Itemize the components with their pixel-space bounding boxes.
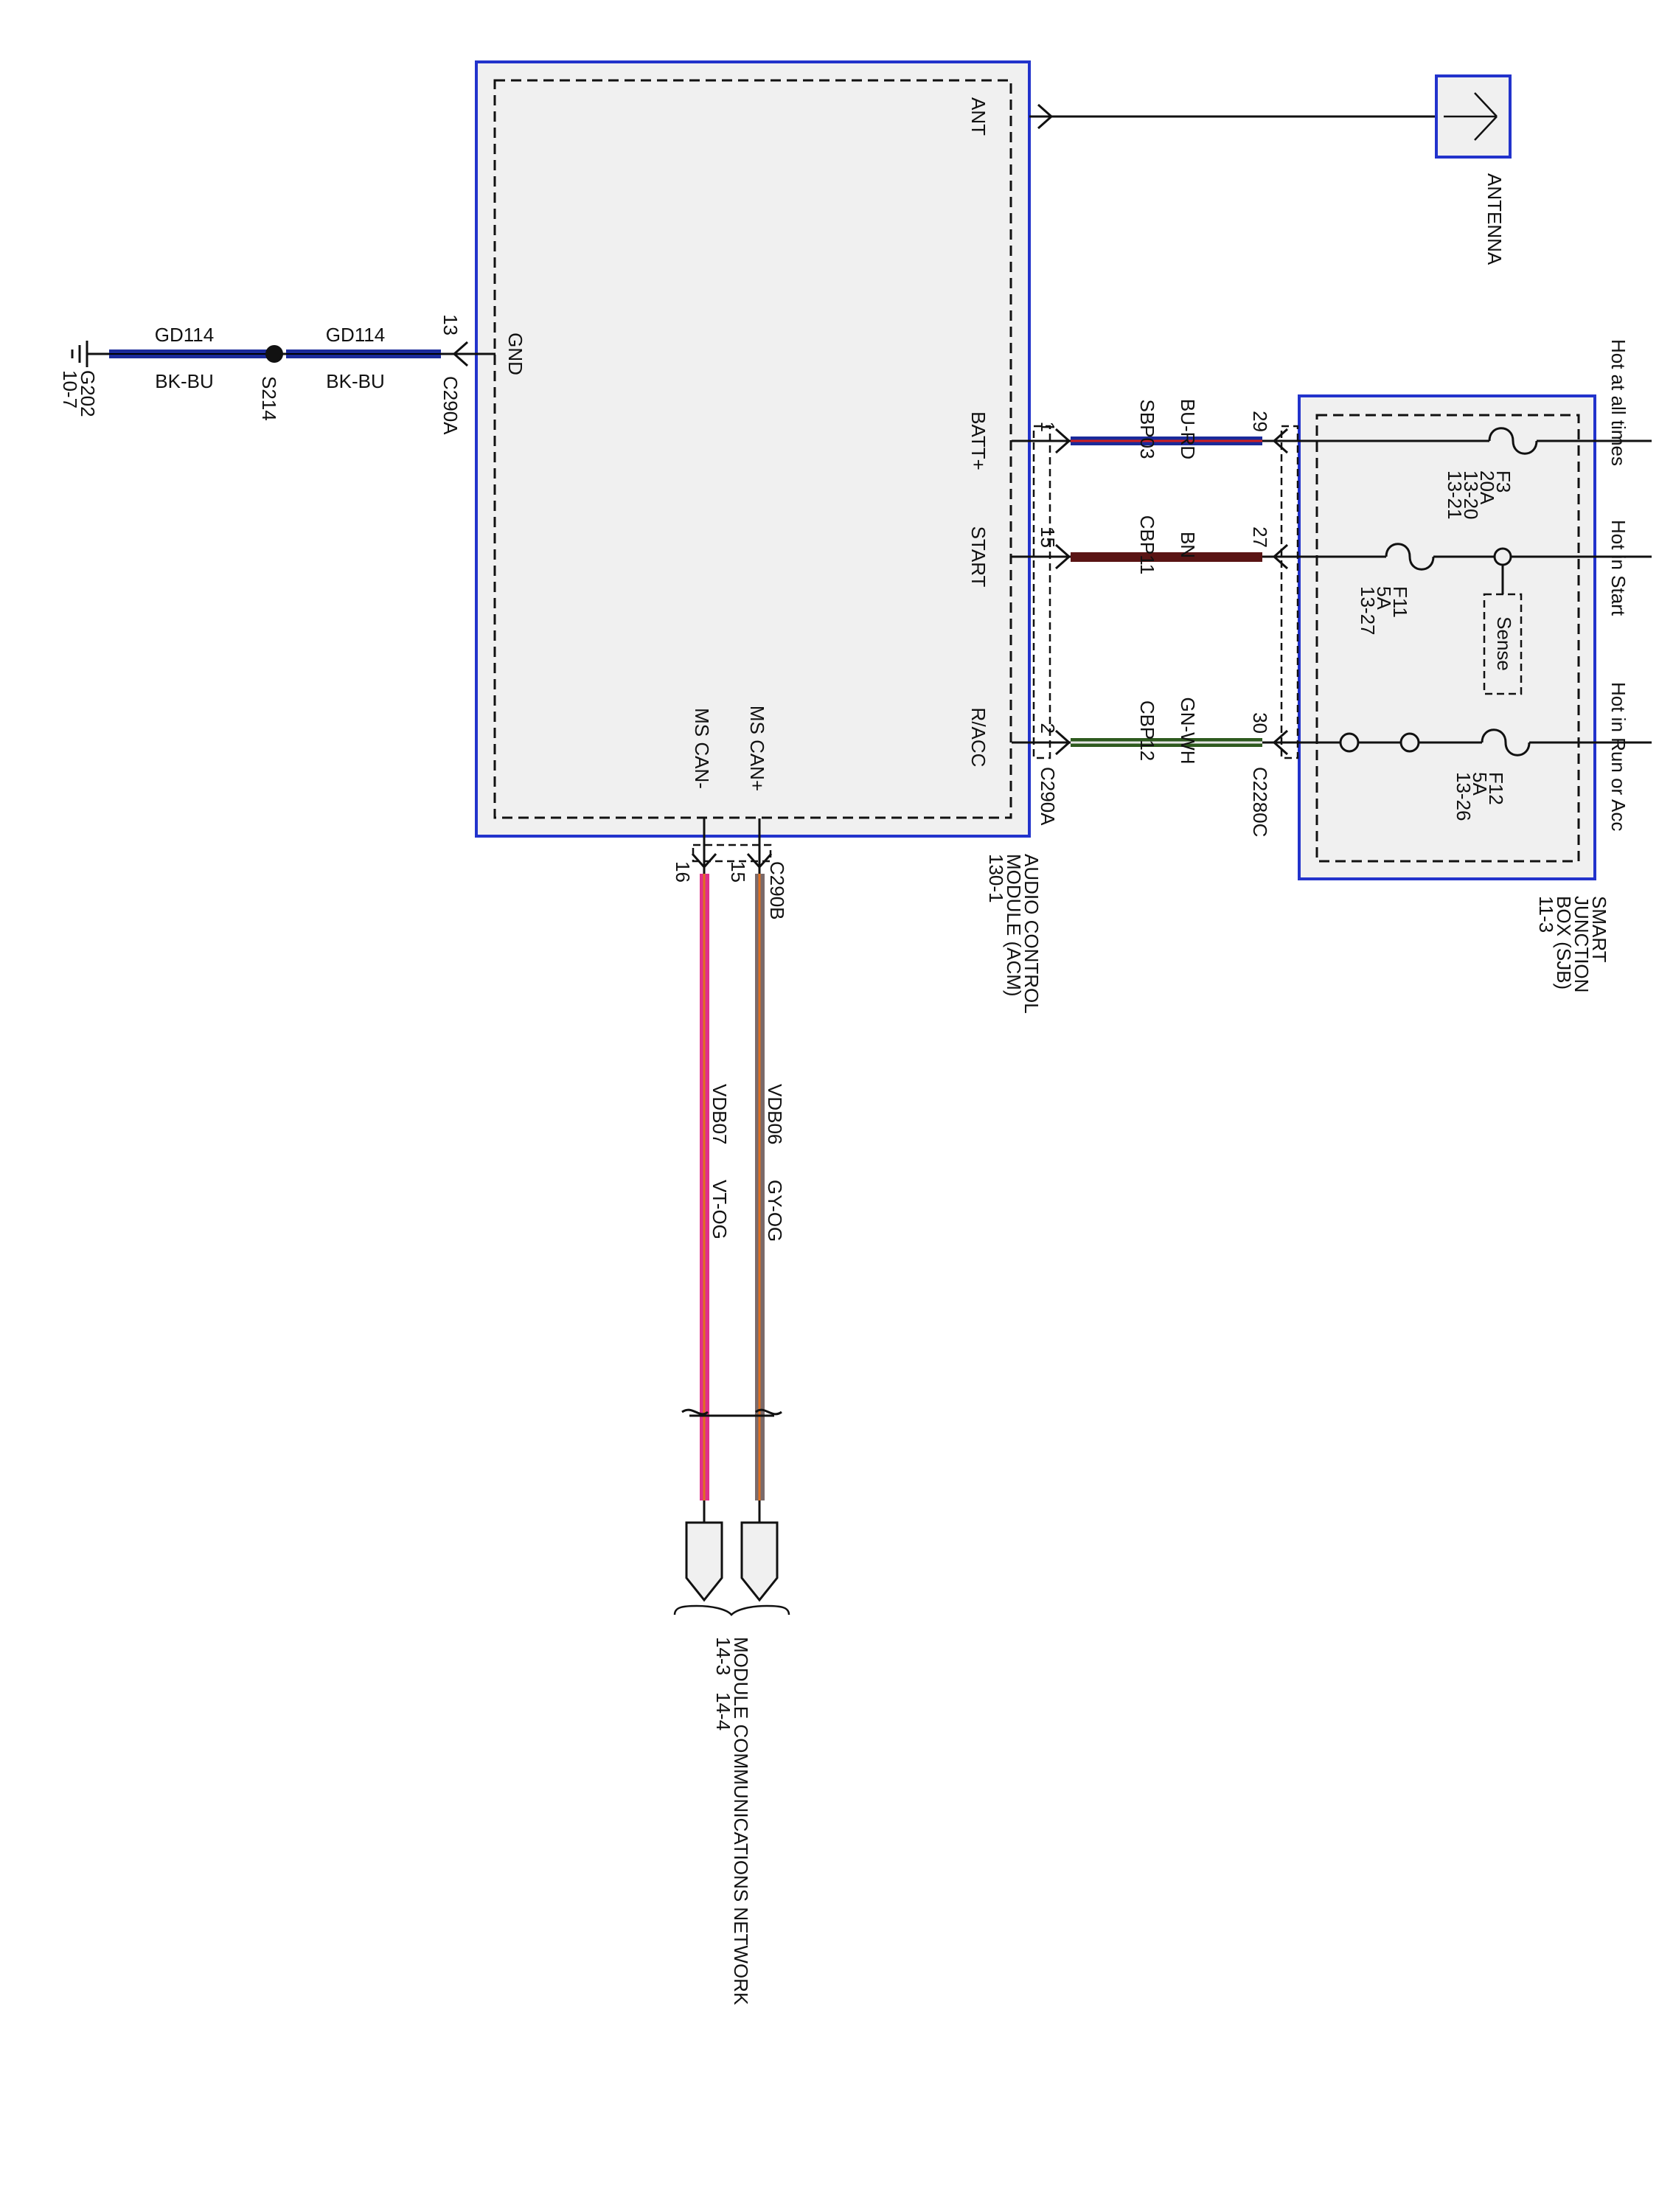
fuse-f3-name: F3	[1492, 470, 1514, 493]
ground-icon	[71, 341, 88, 367]
circuit-gd114-b-color: BK-BU	[326, 370, 384, 392]
connector-gnd-c290a-label: C290A	[439, 376, 462, 435]
pin-cbp11-sjb: 27	[1249, 526, 1271, 548]
fuse-f11-rating: 5A	[1373, 586, 1395, 610]
wire-cbp11	[1071, 552, 1262, 562]
circuit-sbp03-color: BU-RD	[1177, 399, 1199, 459]
circuit-gd114-b-id: GD114	[326, 324, 385, 346]
connector-c290a-outline	[1032, 425, 1051, 759]
sjb-module-inner-boundary	[1315, 414, 1580, 863]
power-circuits	[1012, 425, 1652, 759]
acm-pin-batt-label: BATT+	[967, 411, 990, 470]
connector-c2280c-label: C2280C	[1249, 767, 1271, 837]
supply-hot-start-label: Hot in Start	[1607, 520, 1630, 616]
antenna-label: ANTENNA	[1484, 173, 1506, 265]
acm-module-box	[475, 60, 1031, 838]
sjb-name-line2: JUNCTION	[1571, 896, 1593, 992]
circuit-gd114-a-color: BK-BU	[155, 370, 213, 392]
circuit-vdb06-id: VDB06	[764, 1084, 786, 1144]
sjb-module	[1298, 394, 1596, 880]
can-minus-arrow	[691, 853, 717, 869]
connector-c2280c-outline	[1280, 425, 1299, 759]
fuse-f12-rating: 5A	[1469, 772, 1491, 796]
circuit-cbp12-id: CBP12	[1136, 700, 1158, 761]
batt-acm-arrow	[1055, 428, 1071, 454]
ground-circuit	[71, 341, 495, 367]
splice-s214-dot	[265, 345, 283, 363]
fuse-f12-ref1: 13-26	[1453, 772, 1475, 821]
pin-cbp11-acm: 15	[1037, 526, 1059, 548]
supply-hot-always-label: Hot at all times	[1607, 339, 1630, 466]
ground-g202-ref: 10-7	[59, 370, 81, 408]
pin-cbp12-acm: 2	[1037, 723, 1059, 734]
pin-cbp12-sjb: 30	[1249, 712, 1271, 734]
network-connector-minus-icon	[685, 1521, 723, 1602]
start-acm-arrow	[1055, 543, 1071, 570]
sjb-sense-label: Sense	[1493, 616, 1515, 671]
racc-acm-arrow	[1055, 729, 1071, 756]
fuse-f3-ref1: 13-20	[1460, 470, 1482, 520]
network-ref2: 14-4	[712, 1692, 734, 1731]
network-connector-plus-icon	[740, 1521, 779, 1602]
can-plus-arrow	[746, 853, 773, 869]
acm-pin-ant-label: ANT	[967, 97, 990, 136]
fuse-f3-icon	[1488, 427, 1538, 455]
circuit-vdb06-color: GY-OG	[764, 1180, 786, 1242]
circuit-vdb07-id: VDB07	[709, 1084, 731, 1144]
fuse-f11-icon	[1385, 543, 1435, 571]
fuse-f3-rating: 20A	[1476, 470, 1498, 505]
can-circuits	[673, 818, 790, 1616]
sjb-name-line3: BOX (SJB)	[1553, 896, 1575, 990]
network-brace-icon	[673, 1604, 790, 1616]
splice-s214-label: S214	[258, 376, 280, 421]
acm-module-inner-boundary	[493, 79, 1012, 819]
connector-c290b-label: C290B	[766, 861, 788, 920]
acm-name-line1: AUDIO CONTROL	[1020, 854, 1043, 1014]
ground-g202-name: G202	[77, 370, 99, 417]
sjb-name-line1: SMART	[1588, 896, 1610, 963]
fuse-f11-ref1: 13-27	[1357, 586, 1379, 636]
acm-pin-start-label: START	[967, 526, 990, 588]
pin-sbp03-acm: 1	[1037, 422, 1059, 432]
twisted-pair-icon	[681, 1408, 782, 1417]
circuit-vdb07-color: VT-OG	[709, 1180, 731, 1239]
acm-pin-can-minus-label: MS CAN-	[691, 708, 713, 789]
fuse-f11-name: F11	[1389, 586, 1411, 618]
antenna-icon	[1444, 92, 1498, 141]
circuit-cbp11-color: BN	[1177, 532, 1199, 558]
acm-pin-can-plus-label: MS CAN+	[746, 706, 768, 791]
circuit-cbp11-id: CBP11	[1136, 515, 1158, 574]
connector-c290b-outline	[692, 844, 772, 863]
antenna	[1029, 74, 1512, 159]
fuse-f12-name: F12	[1485, 772, 1507, 805]
pin-sbp03-sjb: 29	[1249, 411, 1271, 432]
pin-vdb07-acm: 16	[672, 861, 694, 883]
sjb-module-box	[1298, 394, 1596, 880]
acm-ref: 130-1	[985, 854, 1007, 903]
acm-module	[475, 60, 1031, 838]
fuse-f3-ref2: 13-21	[1444, 470, 1466, 520]
connector-c290a-label: C290A	[1037, 767, 1059, 826]
pin-vdb06-acm: 15	[727, 861, 749, 883]
network-ref1: 14-3	[712, 1637, 734, 1675]
antenna-connector-arrow	[1037, 103, 1054, 130]
acm-name-line2: MODULE (ACM)	[1003, 854, 1025, 997]
pin-gd114-acm: 13	[439, 314, 462, 335]
labels: ANT GND BATT+ START R/ACC MS CAN+ MS CAN…	[59, 97, 1630, 2006]
fuse-f12-icon	[1481, 728, 1531, 757]
sjb-ref: 11-3	[1535, 896, 1557, 933]
circuit-gd114-a-id: GD114	[155, 324, 214, 346]
network-name: MODULE COMMUNICATIONS NETWORK	[730, 1637, 752, 2006]
circuit-cbp12-color: GN-WH	[1177, 698, 1199, 765]
acm-pin-racc-label: R/ACC	[967, 708, 990, 768]
supply-hot-run-label: Hot in Run or Acc	[1607, 682, 1630, 831]
acm-pin-gnd-label: GND	[504, 333, 526, 375]
circuit-sbp03-id: SBP03	[1136, 400, 1158, 459]
